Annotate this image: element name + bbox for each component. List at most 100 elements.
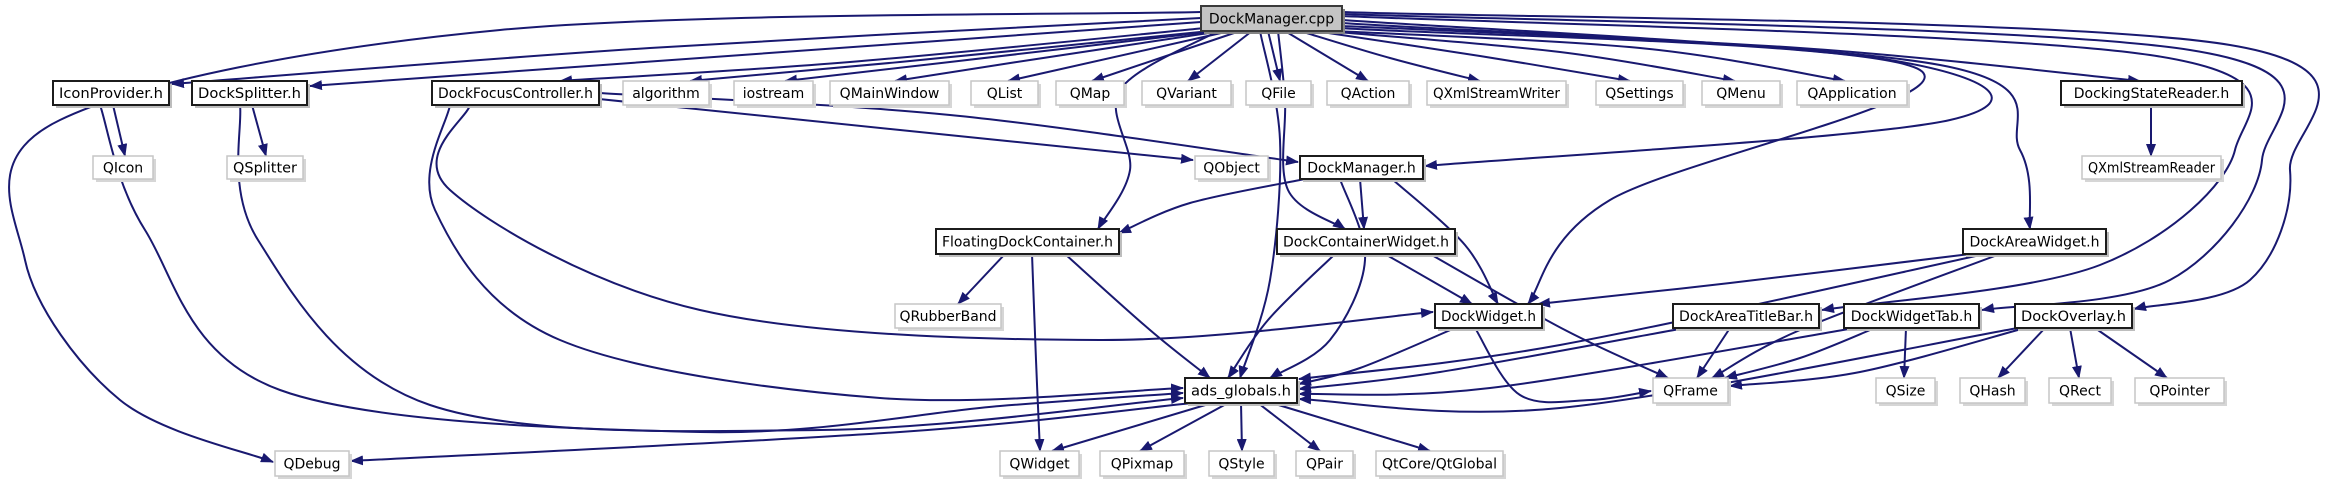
node-box bbox=[1962, 228, 2107, 255]
node-qaction[interactable]: QAction bbox=[1326, 80, 1412, 108]
node-qtcoreqtglobal[interactable]: QtCore/QtGlobal bbox=[1375, 450, 1506, 479]
edge-dockoverlay-qpointer bbox=[2094, 327, 2168, 379]
edge-root-iostream bbox=[784, 30, 1216, 85]
edge-dockfocus-qobject bbox=[598, 98, 1194, 164]
edge-root-qsettings bbox=[1314, 30, 1631, 84]
edge-dockoverlay-qrect bbox=[2069, 327, 2082, 379]
node-box bbox=[1295, 450, 1354, 477]
node-docksplitter[interactable]: DockSplitter.h bbox=[191, 80, 310, 108]
node-root[interactable]: DockManager.cpp bbox=[1200, 5, 1345, 34]
node-qpair[interactable]: QPair bbox=[1295, 450, 1356, 479]
node-box bbox=[894, 303, 1002, 329]
edge-root-dockcontainer bbox=[1277, 30, 1346, 230]
node-qstyle[interactable]: QStyle bbox=[1208, 450, 1277, 479]
edge-docksplitter-adsglobals bbox=[237, 104, 1184, 433]
node-box bbox=[1194, 155, 1269, 180]
edge-root-qmenu bbox=[1324, 30, 1736, 84]
node-dockwidget[interactable]: DockWidget.h bbox=[1434, 303, 1545, 331]
node-qpointer[interactable]: QPointer bbox=[2134, 377, 2227, 406]
node-qmainwindow[interactable]: QMainWindow bbox=[829, 80, 952, 108]
node-adsglobals[interactable]: ads_globals.h bbox=[1184, 377, 1300, 406]
node-box bbox=[1375, 450, 1504, 477]
edge-root-dockmanagerh bbox=[1341, 19, 1993, 170]
node-floating[interactable]: FloatingDockContainer.h bbox=[935, 228, 1122, 257]
edge-root-dockoverlay bbox=[1341, 11, 2320, 311]
node-label: QFrame bbox=[1663, 384, 1718, 400]
node-label: DockFocusController.h bbox=[438, 86, 593, 102]
node-qrect[interactable]: QRect bbox=[2048, 377, 2114, 406]
node-qsplitter[interactable]: QSplitter bbox=[226, 155, 306, 182]
node-qmenu[interactable]: QMenu bbox=[1701, 80, 1783, 108]
node-qwidget[interactable]: QWidget bbox=[999, 450, 1082, 479]
node-label: QList bbox=[987, 86, 1023, 102]
node-algorithm[interactable]: algorithm bbox=[622, 80, 712, 108]
node-label: QPair bbox=[1306, 457, 1343, 473]
node-box bbox=[1299, 155, 1424, 180]
node-label: QHash bbox=[1969, 384, 2015, 400]
node-dockcontainer[interactable]: DockContainerWidget.h bbox=[1276, 228, 1458, 257]
edge-adsglobals-qstyle bbox=[1236, 402, 1247, 452]
edge-docksplitter-qsplitter bbox=[251, 104, 268, 157]
node-qfile[interactable]: QFile bbox=[1245, 80, 1314, 108]
node-label: QMap bbox=[1070, 86, 1111, 102]
node-qlist[interactable]: QList bbox=[970, 80, 1041, 108]
node-qrubberband[interactable]: QRubberBand bbox=[894, 303, 1004, 331]
node-label: QObject bbox=[1203, 161, 1260, 177]
node-box bbox=[1208, 450, 1275, 477]
node-label: QMainWindow bbox=[840, 86, 940, 102]
node-label: QSettings bbox=[1605, 86, 1673, 102]
node-qvariant[interactable]: QVariant bbox=[1141, 80, 1234, 108]
node-box bbox=[2081, 155, 2222, 180]
edge-dockcontainer-qframe bbox=[1429, 253, 1669, 379]
node-iostream[interactable]: iostream bbox=[733, 80, 816, 108]
node-qapplication[interactable]: QApplication bbox=[1796, 80, 1910, 108]
edge-dockoverlay-qhash bbox=[1997, 327, 2046, 379]
edge-root-qdebug bbox=[8, 11, 1202, 463]
node-iconprovider[interactable]: IconProvider.h bbox=[52, 80, 172, 108]
node-label: DockingStateReader.h bbox=[2074, 86, 2229, 102]
edge-adsglobals-qpair bbox=[1257, 402, 1321, 452]
node-label: ads_globals.h bbox=[1191, 384, 1291, 400]
node-qsize[interactable]: QSize bbox=[1875, 377, 1938, 406]
node-qframe[interactable]: QFrame bbox=[1652, 377, 1731, 406]
node-dockoverlay[interactable]: DockOverlay.h bbox=[2014, 303, 2135, 331]
edge-root-dockfocus bbox=[559, 27, 1206, 86]
node-qsettings[interactable]: QSettings bbox=[1595, 80, 1686, 108]
node-dockfocus[interactable]: DockFocusController.h bbox=[431, 80, 602, 108]
node-dockareawidget[interactable]: DockAreaWidget.h bbox=[1962, 228, 2109, 257]
edge-iconprovider-adsglobals bbox=[99, 104, 1184, 434]
node-box bbox=[431, 80, 600, 106]
node-label: QMenu bbox=[1716, 86, 1765, 102]
node-label: iostream bbox=[743, 86, 805, 102]
edge-dockwidgettab-qsize bbox=[1899, 327, 1910, 379]
node-label: QXmlStreamReader bbox=[2088, 161, 2215, 177]
node-qdebug[interactable]: QDebug bbox=[274, 450, 352, 479]
node-dockwidgettab[interactable]: DockWidgetTab.h bbox=[1843, 303, 1982, 331]
node-dockareatitlebar[interactable]: DockAreaTitleBar.h bbox=[1672, 303, 1822, 331]
node-qmap[interactable]: QMap bbox=[1055, 80, 1127, 108]
node-dockingstatereader[interactable]: DockingStateReader.h bbox=[2060, 80, 2245, 108]
edge-dockwidgettab-qframe bbox=[1724, 327, 1876, 380]
node-qxmlstreamreader[interactable]: QXmlStreamReader bbox=[2081, 155, 2224, 182]
node-dockmanagerh[interactable]: DockManager.h bbox=[1299, 155, 1426, 182]
edge-dockareawidget-adsglobals bbox=[1298, 253, 1986, 383]
edge-dockoverlay-adsglobals bbox=[1298, 327, 2019, 413]
node-qpixmap[interactable]: QPixmap bbox=[1099, 450, 1187, 479]
edge-floating-qrubberband bbox=[957, 253, 1006, 305]
node-label: IconProvider.h bbox=[59, 86, 163, 102]
node-qxmlstreamwriter[interactable]: QXmlStreamWriter bbox=[1426, 80, 1569, 108]
node-qobject[interactable]: QObject bbox=[1194, 155, 1271, 182]
node-qhash[interactable]: QHash bbox=[1959, 377, 2028, 406]
node-box bbox=[226, 155, 304, 180]
node-box bbox=[1184, 377, 1298, 404]
node-label: QPixmap bbox=[1111, 457, 1174, 473]
node-box bbox=[1652, 377, 1729, 404]
node-qicon[interactable]: QIcon bbox=[92, 155, 156, 182]
edge-floating-adsglobals bbox=[1064, 253, 1211, 379]
node-label: algorithm bbox=[632, 86, 700, 102]
node-box bbox=[1843, 303, 1980, 329]
edge-iconprovider-qicon bbox=[112, 104, 128, 157]
node-label: QWidget bbox=[1009, 457, 1070, 473]
node-box bbox=[1200, 5, 1343, 32]
